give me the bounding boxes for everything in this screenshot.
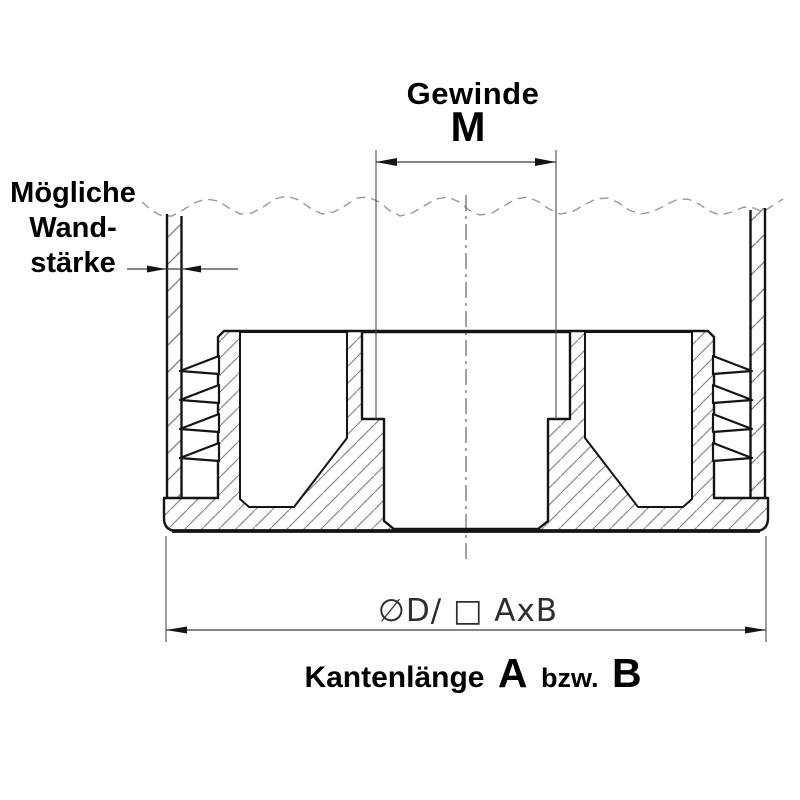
fin: [178, 412, 221, 434]
insert-body: [162, 329, 770, 533]
caption-dim-b: B: [611, 650, 642, 696]
fin: [711, 383, 754, 405]
thread-bore-outline: [360, 330, 572, 531]
thread-label: Gewinde: [406, 76, 540, 111]
fin: [711, 441, 754, 463]
break-line: [141, 195, 784, 217]
wall-thickness-label-line1: Mögliche: [10, 177, 136, 209]
wall-thickness-label: Mögliche Wand- stärke: [0, 176, 146, 281]
lamella-fins-left: [178, 354, 221, 463]
fin: [178, 354, 221, 376]
fin: [711, 412, 754, 434]
arrowhead-left: [166, 626, 187, 634]
arrowhead-left: [182, 265, 201, 273]
cavity-right-outline: [584, 331, 693, 508]
wall-thickness-dimension: [127, 265, 238, 273]
tube-wall-left: [165, 214, 183, 498]
caption-dim-a: A: [497, 650, 528, 696]
wall-thickness-label-line3: stärke: [30, 247, 116, 279]
edge-length-caption: Kantenlänge A bzw. B: [304, 650, 641, 697]
arrowhead-left: [376, 158, 397, 166]
arrowhead-right: [535, 158, 556, 166]
fin: [178, 441, 221, 463]
outer-width-dimension: [165, 536, 767, 642]
thread-size-label: M: [450, 103, 486, 150]
fin: [711, 354, 754, 376]
arrowhead-right: [147, 265, 166, 273]
cavity-left-outline: [239, 331, 348, 508]
diameter-spec-label: ∅D/ □ AxB: [377, 593, 559, 629]
caption-prefix: Kantenlänge: [304, 661, 485, 694]
fin: [178, 383, 221, 405]
wall-thickness-label-line2: Wand-: [29, 212, 117, 244]
caption-middle: bzw.: [540, 663, 599, 693]
thread-dimension: [375, 150, 557, 419]
tube-wall-right: [749, 208, 767, 498]
lamella-fins-right: [711, 354, 754, 463]
arrowhead-right: [745, 626, 766, 634]
